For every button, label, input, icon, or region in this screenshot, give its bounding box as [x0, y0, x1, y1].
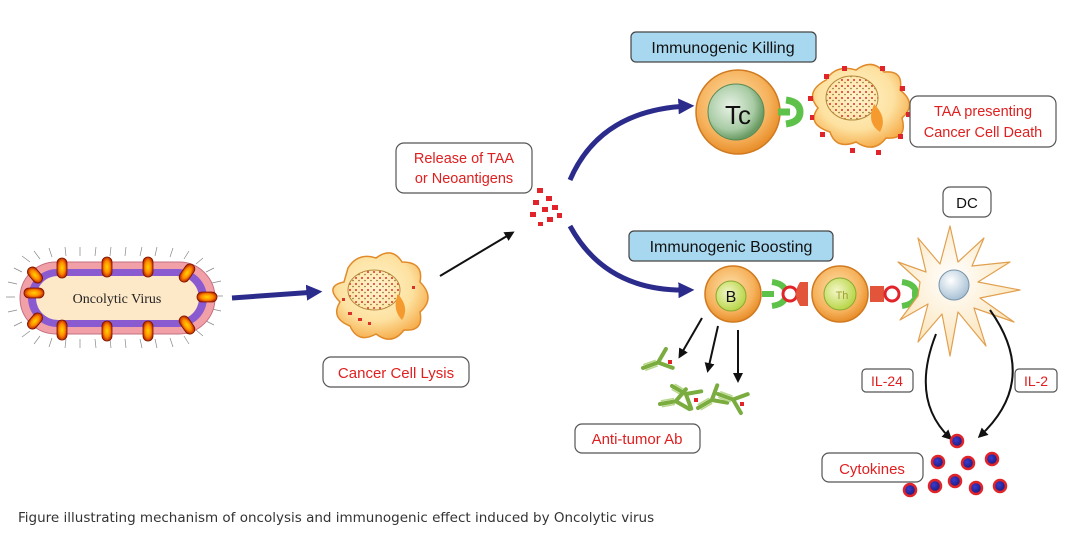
anti-tumor-ab-label: Anti-tumor Ab — [592, 431, 683, 448]
release-taa-line2: or Neoantigens — [415, 171, 513, 187]
arrow-virus-to-cell — [231, 284, 323, 301]
antibody-antigens — [668, 360, 744, 406]
figure-caption: Figure illustrating mechanism of oncolys… — [18, 510, 655, 526]
taa-fragments — [530, 188, 562, 226]
cytokines-label: Cytokines — [839, 461, 905, 478]
arrow-il24 — [924, 333, 953, 441]
dc-nucleus — [938, 269, 970, 301]
il2-label: IL-2 — [1024, 373, 1048, 389]
anti-tumor-ab-box — [574, 423, 701, 454]
cytokine-dots — [902, 433, 1008, 498]
arrow-to-boosting — [567, 224, 695, 299]
taa-presenting-line1: TAA presenting — [934, 104, 1032, 120]
cancer-cell-nucleus — [347, 269, 401, 311]
th-cell-nucleus — [823, 277, 857, 311]
lysing-cancer-cell — [332, 252, 429, 340]
tc-label: Tc — [725, 100, 751, 130]
dendritic-cell — [897, 225, 1021, 357]
cancer-cell-debris — [342, 286, 415, 325]
il24-label: IL-24 — [871, 373, 903, 389]
th-label: Th — [836, 290, 849, 302]
dying-cell-antigens — [808, 66, 911, 155]
taa-presenting-box — [909, 95, 1057, 148]
oncolytic-virus-label: Oncolytic Virus — [73, 292, 162, 307]
immunogenic-killing-box — [630, 31, 817, 63]
b-label: B — [726, 289, 737, 306]
virus-spikes — [23, 256, 218, 342]
il2-box — [1014, 368, 1058, 393]
b-th-synapse — [762, 279, 808, 309]
cytokines-box — [821, 452, 924, 483]
taa-presenting-cancer-cell — [808, 63, 911, 155]
cancer-cell-lysis-box — [322, 356, 470, 388]
arrow-to-killing — [567, 98, 695, 181]
taa-presenting-line2: Cancer Cell Death — [924, 125, 1042, 141]
dc-box — [942, 186, 992, 218]
immunogenic-boosting-label: Immunogenic Boosting — [650, 239, 813, 256]
immunogenic-killing-label: Immunogenic Killing — [651, 40, 794, 57]
release-taa-line1: Release of TAA — [414, 151, 515, 167]
antibodies — [641, 347, 750, 415]
virus-hair — [6, 246, 223, 349]
b-to-antibody-arrows — [678, 317, 743, 383]
th-dc-synapse — [870, 279, 922, 309]
th-cell: Th — [811, 265, 869, 323]
arrow-il2 — [977, 309, 1014, 439]
oncolytic-virus: Oncolytic Virus — [6, 246, 223, 349]
il24-box — [861, 368, 914, 393]
release-taa-box — [395, 142, 533, 194]
tc-cell: Tc — [695, 69, 781, 155]
dying-cell-nucleus — [825, 75, 879, 121]
tc-receptor — [778, 96, 804, 128]
cancer-cell-lysis-label: Cancer Cell Lysis — [338, 365, 454, 382]
immunogenic-boosting-box — [628, 230, 834, 262]
virus-core — [36, 276, 199, 320]
dying-cell-organelle — [871, 104, 883, 132]
b-cell-nucleus — [715, 280, 747, 312]
b-cell: B — [704, 265, 762, 323]
arrow-cell-to-taa — [439, 231, 515, 277]
tc-cell-nucleus — [707, 83, 765, 141]
dc-label: DC — [956, 195, 978, 212]
cancer-cell-organelle — [395, 294, 406, 320]
